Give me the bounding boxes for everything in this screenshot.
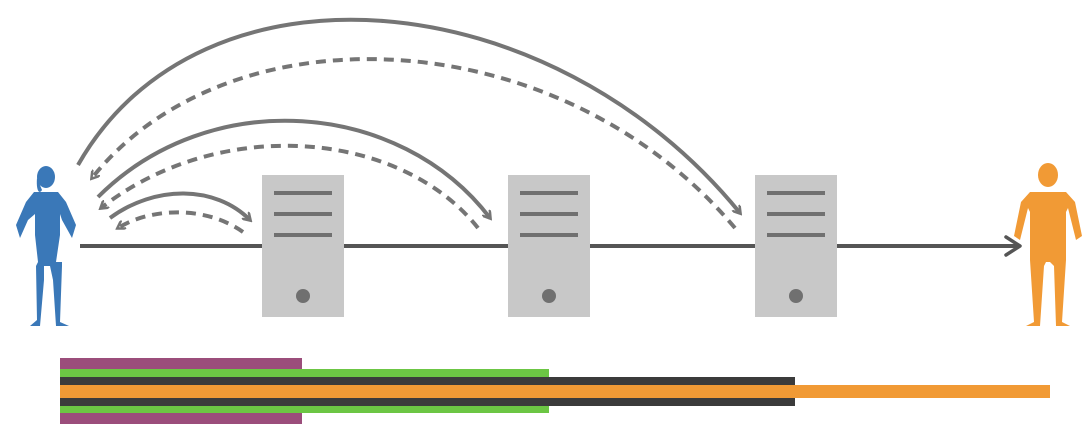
request-arrow-relay-1 bbox=[108, 191, 250, 220]
server-icon bbox=[508, 175, 590, 317]
man-person-icon bbox=[1014, 163, 1082, 326]
server-icon bbox=[755, 175, 837, 317]
server-icon bbox=[262, 175, 344, 317]
response-arrow-relay-3 bbox=[92, 57, 737, 230]
encryption-layers bbox=[60, 358, 1050, 424]
request-arrow-relay-2 bbox=[96, 118, 490, 218]
handshake-arrows bbox=[76, 17, 740, 234]
response-arrow-relay-2 bbox=[101, 143, 480, 230]
response-arrow-relay-1 bbox=[118, 210, 245, 234]
request-arrow-relay-3 bbox=[76, 17, 740, 213]
payload-bar bbox=[60, 385, 1050, 398]
woman-person-icon bbox=[16, 166, 76, 326]
